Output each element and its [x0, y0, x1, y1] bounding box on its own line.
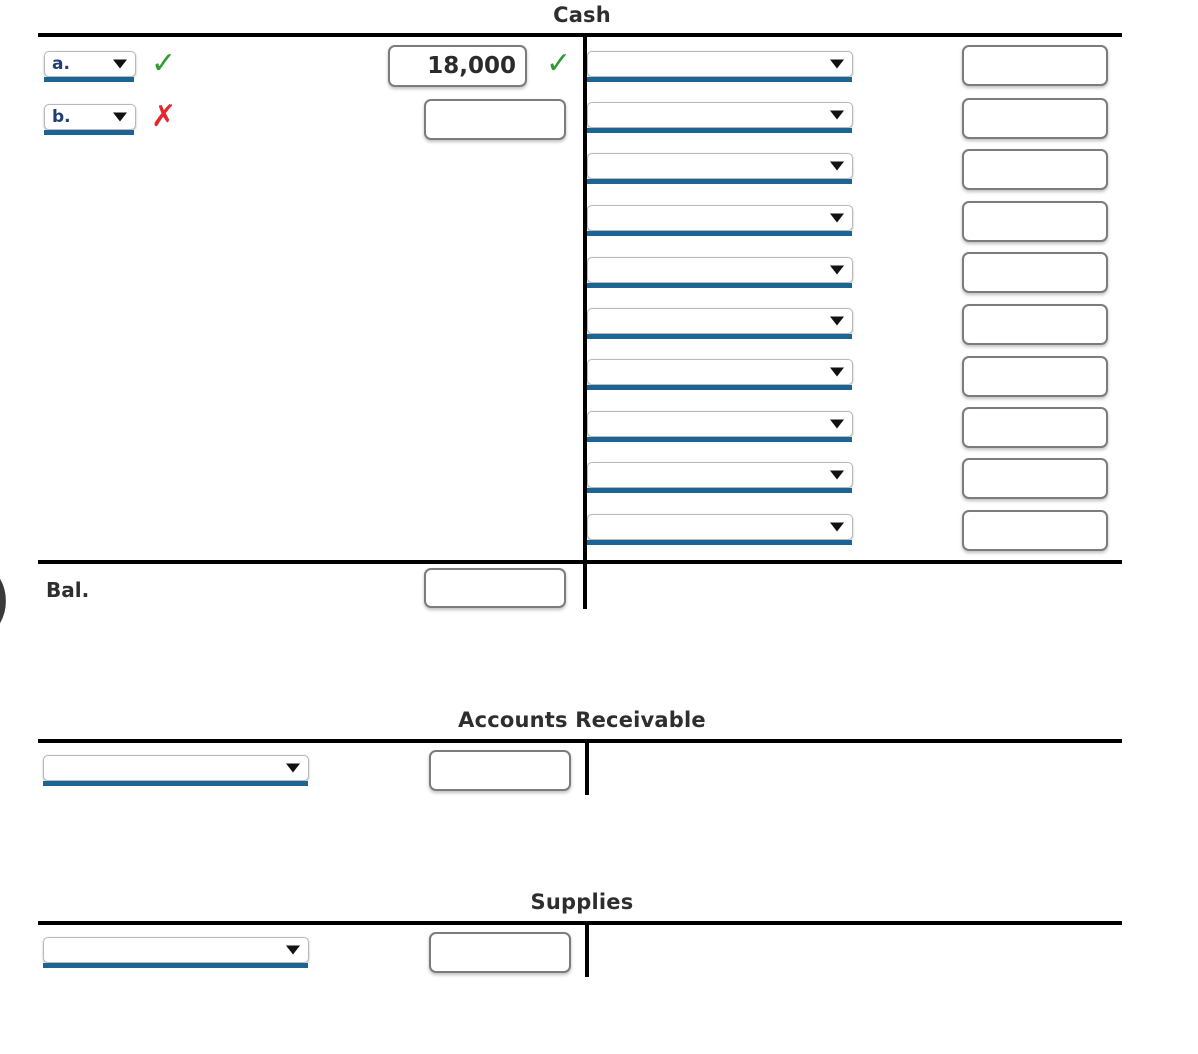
chevron-down-icon: [830, 367, 844, 377]
chevron-down-icon: [830, 213, 844, 223]
cash-credit-ref-select-9-underline: [587, 540, 852, 545]
cash-credit-ref-select-7[interactable]: [587, 411, 853, 437]
chevron-down-icon: [830, 161, 844, 171]
chevron-down-icon: [830, 316, 844, 326]
cash-credit-amount-input-4[interactable]: [962, 252, 1108, 293]
chevron-down-icon: [113, 112, 127, 122]
ar-debit-ref-select-0[interactable]: [43, 755, 309, 781]
cash-credit-ref-select-5[interactable]: [587, 308, 853, 334]
ar-debit-amount-input-0[interactable]: [429, 750, 571, 791]
cash-credit-ref-select-8-underline: [587, 488, 852, 493]
cash-balance-divider: [583, 560, 587, 609]
cash-debit-ref-select-1[interactable]: b.: [44, 104, 136, 130]
cash-credit-ref-select-0[interactable]: [587, 51, 853, 77]
cash-credit-amount-input-3[interactable]: [962, 201, 1108, 242]
chevron-down-icon: [830, 265, 844, 275]
circle-annotation-arc: [0, 578, 6, 624]
chevron-down-icon: [113, 59, 127, 69]
cash-credit-ref-select-3[interactable]: [587, 205, 853, 231]
cash-credit-amount-input-9[interactable]: [962, 510, 1108, 551]
accounts-receivable-title: Accounts Receivable: [458, 708, 706, 732]
ar-center-divider: [585, 739, 589, 795]
chevron-down-icon: [830, 522, 844, 532]
cash-center-divider: [583, 33, 587, 560]
chevron-down-icon: [286, 945, 300, 955]
check-icon: ✓: [546, 46, 572, 81]
cash-credit-ref-select-0-underline: [587, 77, 852, 82]
chevron-down-icon: [830, 419, 844, 429]
cash-credit-ref-select-3-underline: [587, 231, 852, 236]
supplies-top-rule: [38, 921, 1122, 925]
cash-credit-ref-select-2-underline: [587, 179, 852, 184]
cash-credit-amount-input-5[interactable]: [962, 304, 1108, 345]
cash-credit-ref-select-4-underline: [587, 283, 852, 288]
chevron-down-icon: [286, 763, 300, 773]
cash-credit-amount-input-7[interactable]: [962, 407, 1108, 448]
cash-credit-ref-select-2[interactable]: [587, 153, 853, 179]
check-icon: ✓: [151, 46, 177, 81]
ar-top-rule: [38, 739, 1122, 743]
chevron-down-icon: [830, 110, 844, 120]
cash-credit-amount-input-6[interactable]: [962, 356, 1108, 397]
cash-credit-ref-select-5-underline: [587, 334, 852, 339]
cash-credit-ref-select-8[interactable]: [587, 462, 853, 488]
supplies-debit-amount-input-0[interactable]: [429, 932, 571, 973]
cash-debit-ref-select-0[interactable]: a.: [44, 51, 136, 77]
cash-debit-amount-input-0[interactable]: 18,000: [388, 45, 527, 87]
cash-debit-ref-select-1-value: b.: [52, 107, 71, 127]
supplies-debit-ref-select-0[interactable]: [43, 937, 309, 963]
supplies-center-divider: [585, 921, 589, 977]
cash-debit-ref-select-1-underline: [44, 130, 134, 135]
cash-credit-amount-input-0[interactable]: [962, 45, 1108, 86]
cash-credit-amount-input-1[interactable]: [962, 98, 1108, 139]
cash-credit-ref-select-6-underline: [587, 385, 852, 390]
page-title: Cash: [553, 3, 611, 27]
cash-balance-amount-input[interactable]: [424, 568, 566, 608]
chevron-down-icon: [830, 470, 844, 480]
balance-label: Bal.: [46, 578, 90, 602]
supplies-debit-ref-select-0-underline: [43, 963, 308, 968]
cash-credit-ref-select-1-underline: [587, 128, 852, 133]
cash-credit-ref-select-7-underline: [587, 437, 852, 442]
cash-debit-ref-select-0-value: a.: [52, 54, 70, 74]
cash-credit-ref-select-6[interactable]: [587, 359, 853, 385]
cash-credit-ref-select-9[interactable]: [587, 514, 853, 540]
cash-balance-rule: [38, 560, 1122, 564]
cash-credit-amount-input-8[interactable]: [962, 458, 1108, 499]
cash-debit-ref-select-0-underline: [44, 77, 134, 82]
cash-credit-amount-input-2[interactable]: [962, 149, 1108, 190]
chevron-down-icon: [830, 59, 844, 69]
cash-credit-ref-select-4[interactable]: [587, 257, 853, 283]
cash-debit-amount-input-0-value: 18,000: [427, 53, 516, 79]
cash-top-rule: [38, 33, 1122, 37]
cash-credit-ref-select-1[interactable]: [587, 102, 853, 128]
cash-debit-amount-input-1[interactable]: [424, 99, 566, 140]
cross-icon: ✗: [151, 99, 177, 134]
supplies-title: Supplies: [530, 890, 634, 914]
ar-debit-ref-select-0-underline: [43, 781, 308, 786]
